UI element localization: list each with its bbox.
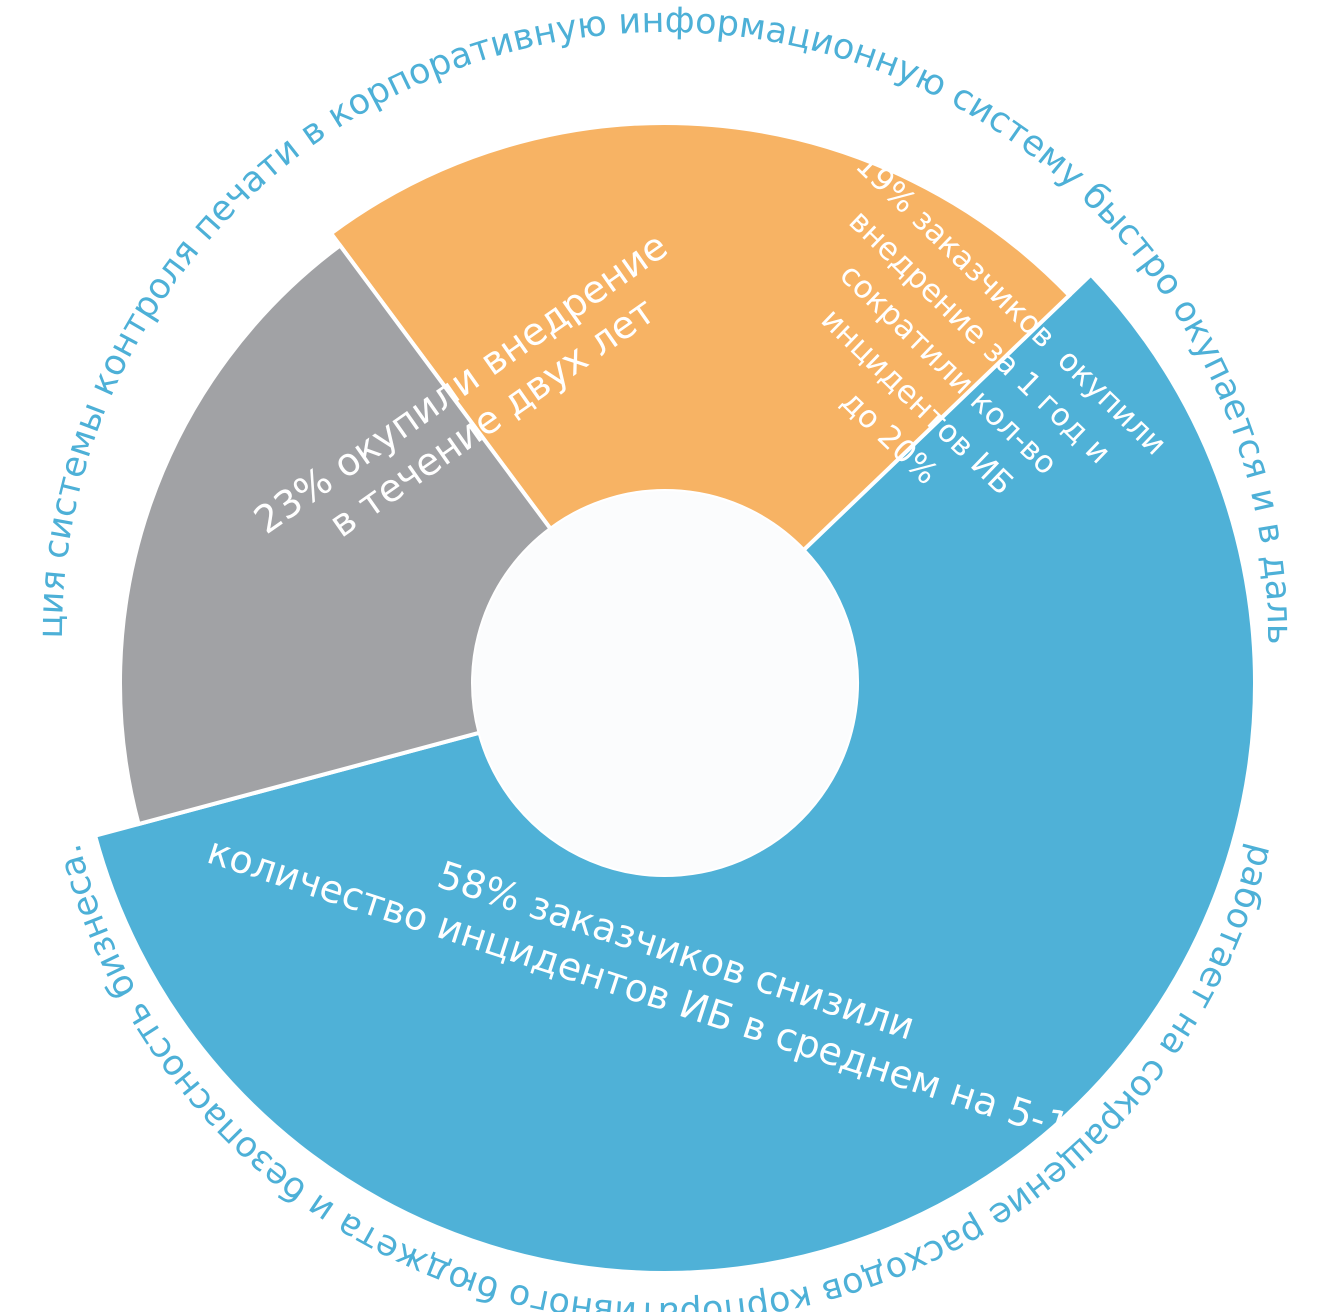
donut-hole (473, 491, 857, 875)
slices (92, 121, 1257, 1275)
slice-gray-19 (118, 242, 554, 827)
slice-blue-58 (92, 271, 1257, 1275)
